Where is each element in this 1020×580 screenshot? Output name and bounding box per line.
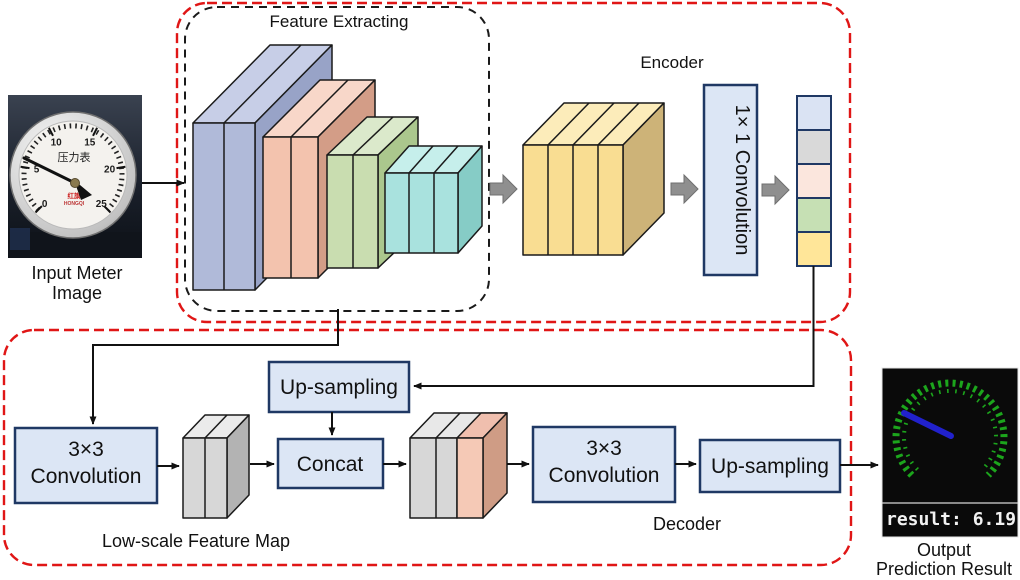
conv3x3-right-box: 3×3 Convolution [531, 425, 677, 504]
block-arrow-cube-to-conv1x1 [670, 173, 699, 205]
arrow-skip-connection-to-conv3x3 [89, 309, 339, 425]
input-meter-photo: 0 5 10 15 20 25 压力表 红旗 HONGQI [8, 95, 142, 258]
meter-major-ticks [20, 127, 126, 214]
arrow-stack-to-upsampling [413, 266, 815, 390]
output-prediction-image: result: 6.19 [881, 367, 1019, 538]
block-arrow-extractor-to-cube [489, 173, 518, 205]
meter-brand-sub: HONGQI [64, 201, 85, 207]
meter-hub [70, 178, 80, 188]
upsampling-top-box: Up-sampling [267, 360, 411, 414]
conv1x1-label: 1× 1 Convolution [731, 105, 753, 256]
conv3x3-left-box: 3×3 Convolution [13, 426, 159, 505]
decoder-stage-outline [2, 328, 853, 567]
output-caption-line2: Prediction Result [876, 559, 1012, 579]
meter-tick-15: 15 [84, 138, 96, 149]
encoder-feature-cube [522, 102, 665, 256]
feature-vector-stack [796, 95, 832, 267]
input-meter-caption-line1: Input Meter [31, 263, 122, 283]
conv3x3-right-line1: 3×3 [586, 437, 622, 460]
output-caption-line1: Output [917, 540, 971, 560]
low-scale-feature-block [182, 414, 250, 519]
conv1x1-box: 1× 1 Convolution [702, 83, 759, 277]
concat-output-block [409, 412, 508, 519]
meter-dial-title: 压力表 [58, 150, 91, 164]
feature-extracting-title: Feature Extracting [270, 12, 409, 31]
encoder-title: Encoder [640, 53, 704, 72]
gauge-needle-prediction [901, 410, 954, 439]
vector-cell-green [796, 197, 832, 233]
upsampling-bottom-box: Up-sampling [698, 438, 842, 494]
meter-minor-ticks [21, 123, 125, 212]
flow-arrows-gray [489, 173, 790, 206]
meter-tick-5: 5 [34, 165, 40, 176]
vector-cell-pink [796, 163, 832, 199]
result-text: result: 6.19 [886, 509, 1016, 530]
encoder-stage-outline [175, 1, 852, 324]
vector-cell-gray [796, 129, 832, 165]
concat-box: Concat [276, 437, 385, 490]
vector-cell-blue [796, 95, 832, 131]
low-scale-feature-map-label: Low-scale Feature Map [102, 531, 290, 551]
concat-label: Concat [297, 453, 364, 476]
meter-needle [22, 156, 77, 185]
meter-tick-20: 20 [104, 165, 116, 176]
meter-brand: 红旗 [68, 191, 82, 200]
feature-block-conv4 [384, 145, 483, 254]
meter-tick-0: 0 [42, 199, 48, 210]
upsampling-top-label: Up-sampling [280, 376, 398, 399]
meter-face [18, 120, 128, 230]
vector-cell-yellow [796, 231, 832, 267]
upsampling-bottom-label: Up-sampling [711, 455, 829, 478]
meter-tick-25: 25 [96, 199, 108, 210]
meter-tick-10: 10 [51, 138, 63, 149]
decoder-title: Decoder [653, 514, 721, 534]
conv3x3-left-line1: 3×3 [68, 438, 104, 461]
conv3x3-left-line2: Convolution [31, 465, 142, 488]
photo-machinery [10, 228, 30, 250]
block-arrow-conv1x1-to-stack [761, 174, 790, 206]
gauge-scale-arc [892, 379, 1008, 478]
input-meter-caption-line2: Image [52, 283, 102, 303]
conv3x3-right-line2: Convolution [549, 464, 660, 487]
